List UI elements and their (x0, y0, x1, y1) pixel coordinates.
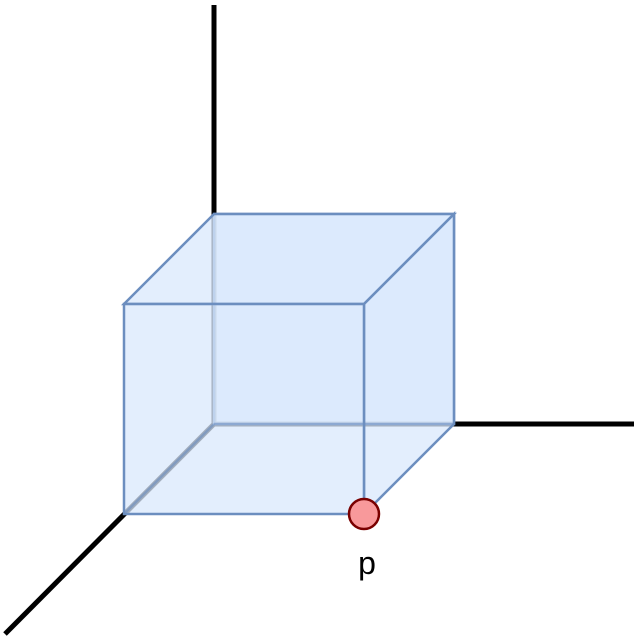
point-p-label: p (358, 545, 376, 581)
point-p-marker (347, 497, 381, 531)
cube-hidden-edge-diagonal (123, 423, 215, 515)
cube-front-face (122, 302, 366, 516)
